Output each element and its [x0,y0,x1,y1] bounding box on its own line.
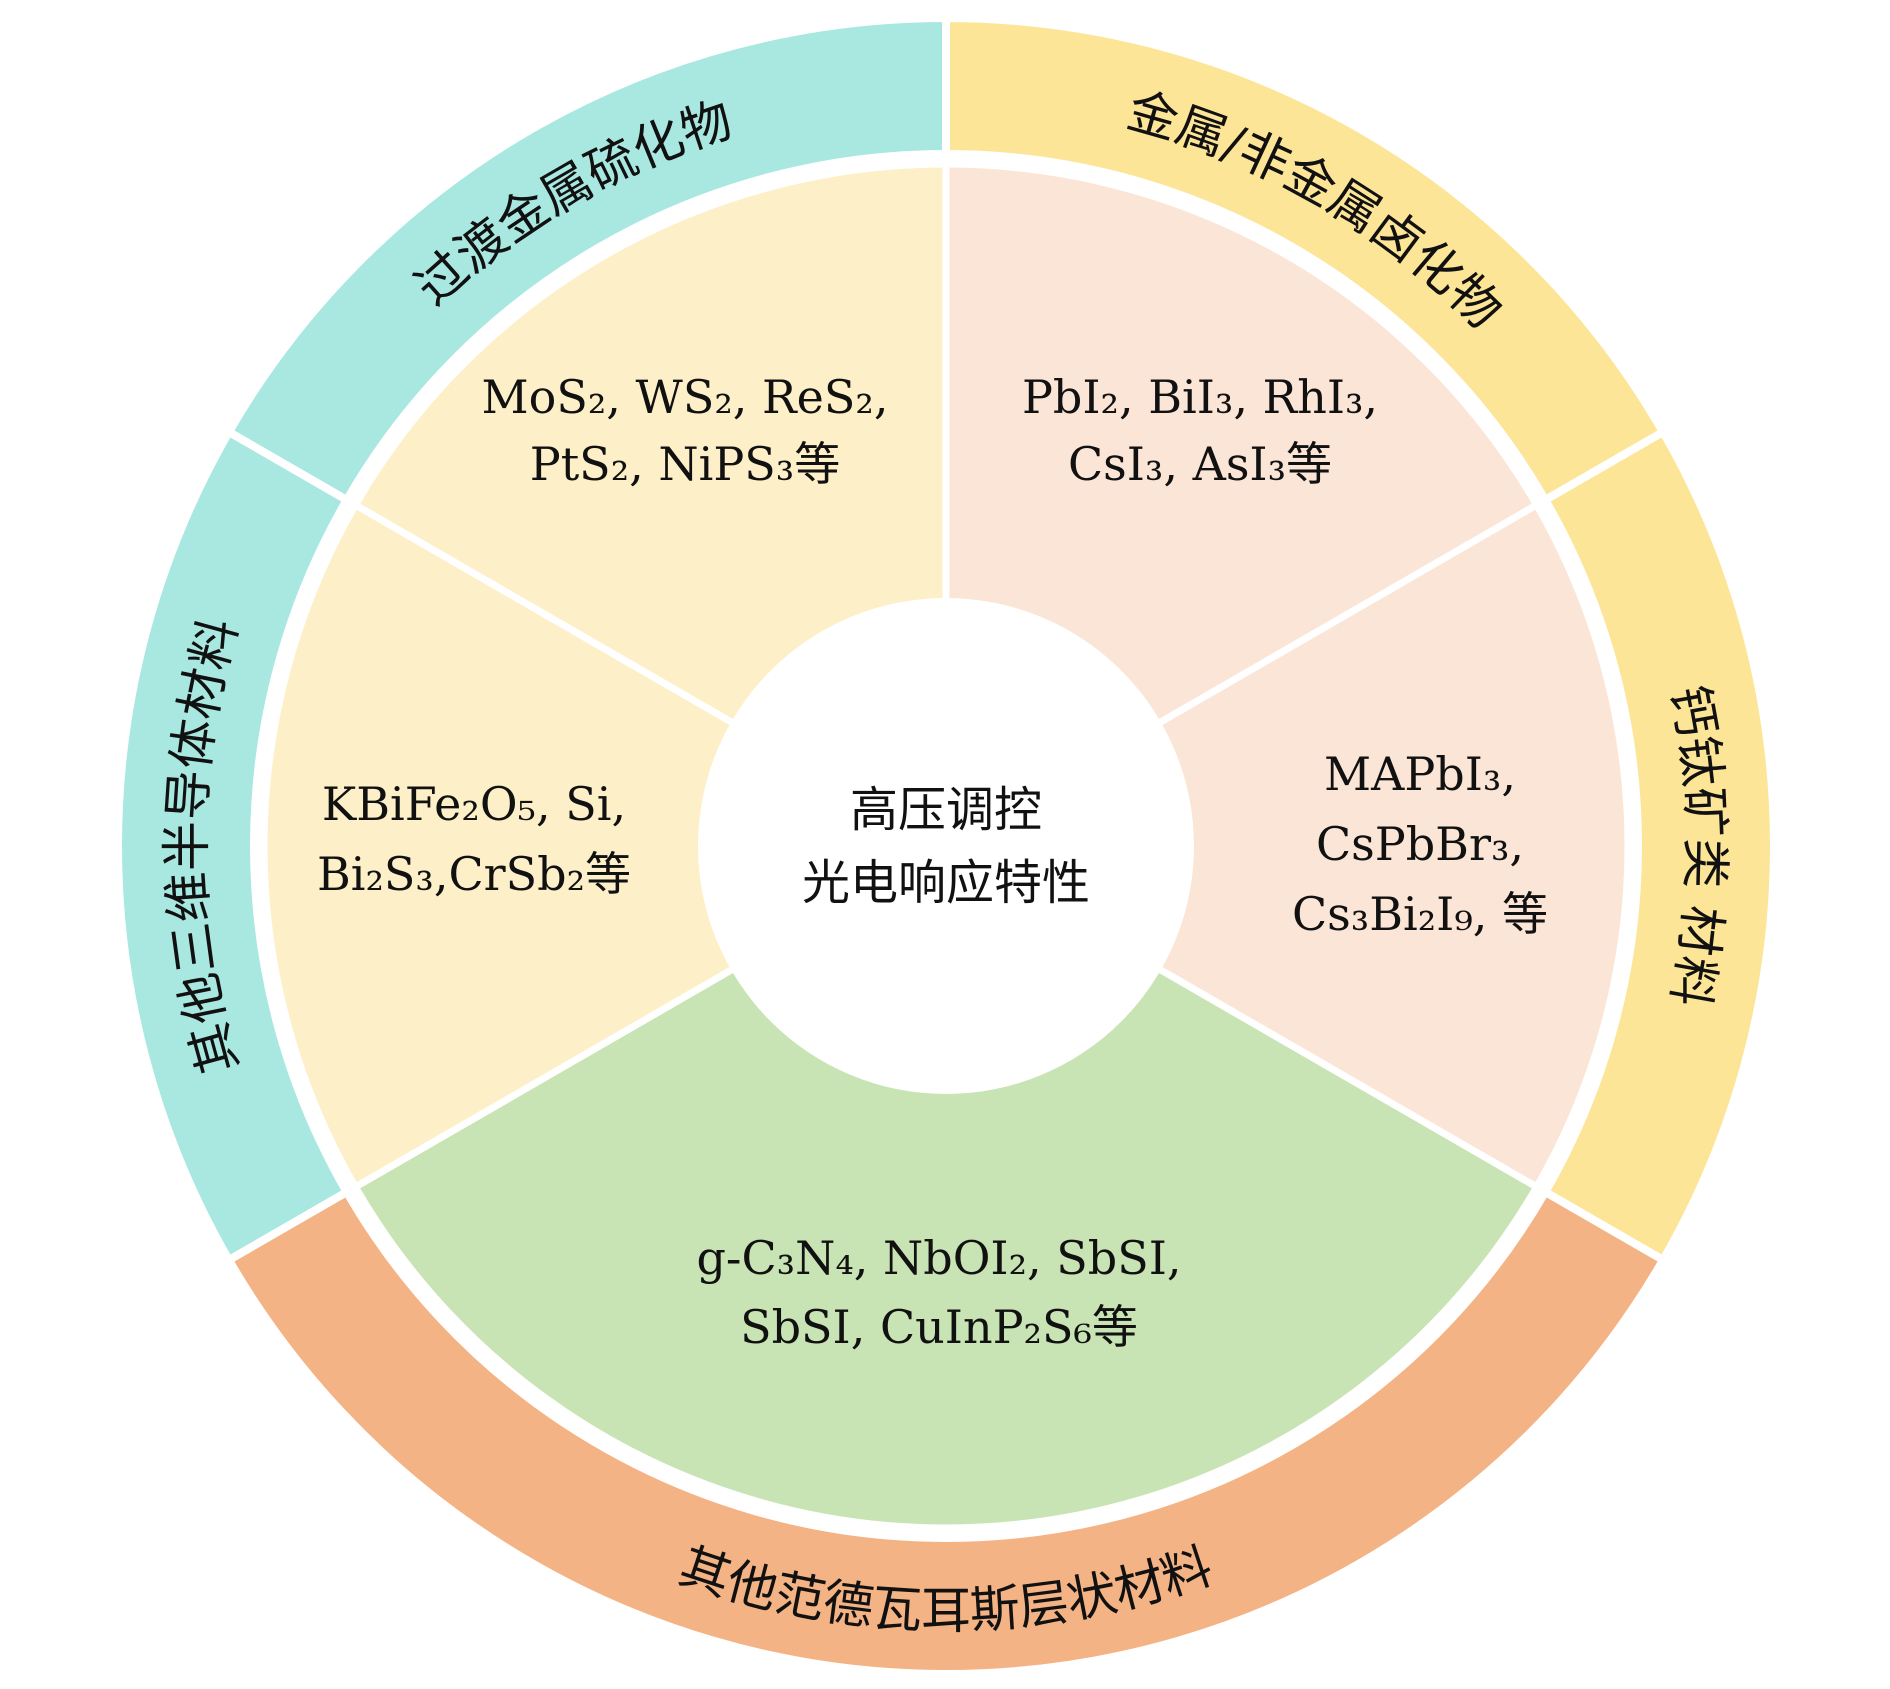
center-title-line-2: 光电响应特性 [802,855,1090,911]
tmd-materials-line-2: PtS₂, NiPS₃等 [530,437,841,491]
halide-materials-line-2: CsI₃, AsI₃等 [1068,437,1332,491]
halide-materials-line-1: PbI₂, BiI₃, RhI₃, [1022,370,1378,424]
vdw-materials-line-2: SbSI, CuInP₂S₆等 [740,1300,1138,1354]
perovskite-materials-line-1: MAPbI₃, [1324,747,1516,801]
center-title-line-1: 高压调控 [850,782,1042,838]
vdw-materials-line-1: g-C₃N₄, NbOI₂, SbSI, [696,1231,1181,1285]
3d-semiconductor-line-2: Bi₂S₃,CrSb₂等 [317,847,631,901]
3d-semiconductor-category-ring-segment [114,426,353,1266]
perovskite-materials-line-2: CsPbBr₃, [1316,817,1524,871]
perovskite-materials-line-3: Cs₃Bi₂I₉, 等 [1292,887,1548,941]
3d-semiconductor-line-1: KBiFe₂O₅, Si, [322,777,626,831]
tmd-materials-line-1: MoS₂, WS₂, ReS₂, [482,370,889,424]
vdw-category-ring-segment [223,1186,1669,1678]
center-hole [698,598,1194,1094]
